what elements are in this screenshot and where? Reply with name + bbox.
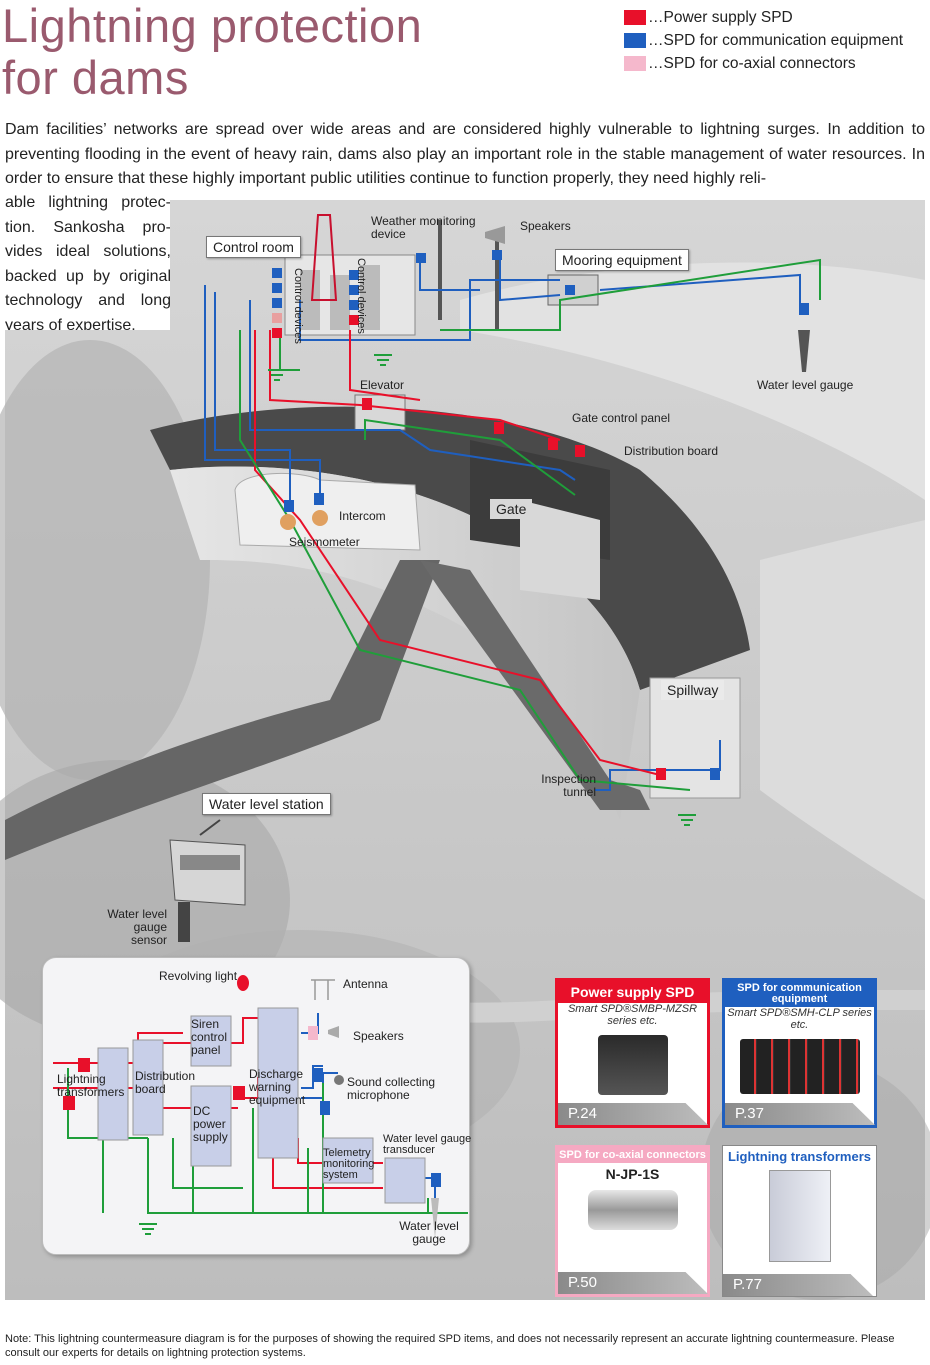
control-room-label: Control room	[206, 236, 301, 258]
card-power-spd[interactable]: Power supply SPD Smart SPD®SMBP-MZSR ser…	[555, 978, 710, 1128]
card-comm-spd-title: SPD for communication equipment	[725, 981, 874, 1007]
downstream-water	[760, 520, 925, 900]
revolving-light-icon	[237, 975, 249, 991]
power-spd-swatch	[624, 10, 646, 25]
power-spd-product-image	[597, 1035, 668, 1095]
gate-panel	[520, 500, 600, 600]
seismometer-unit	[280, 514, 296, 530]
water-level-sensor	[178, 902, 190, 942]
power-wiring	[254, 330, 661, 776]
distribution-board-inset-label: Distribution board	[135, 1069, 196, 1096]
water-level-gauge-sensor-label: Water level gauge sensor	[107, 907, 167, 947]
siren-label: Siren control panel	[191, 1017, 228, 1057]
title-line-1: Lightning protection	[2, 0, 423, 52]
gate-label: Gate	[490, 499, 533, 519]
water-level-station-label: Water level station	[202, 793, 331, 815]
coax-spd-product-image	[587, 1190, 678, 1230]
seismometer-label: Seismometer	[289, 535, 360, 549]
card-comm-spd[interactable]: SPD for communication equipment Smart SP…	[722, 978, 877, 1128]
card-comm-spd-page[interactable]: P.37	[725, 1103, 875, 1125]
title-line-2: for dams	[2, 51, 189, 104]
distribution-board-label: Distribution board	[624, 444, 719, 458]
water-gauge-top	[798, 330, 810, 372]
card-lightning-transformers-title: Lightning transformers	[727, 1149, 871, 1164]
card-lightning-transformers[interactable]: Lightning transformers P.77	[722, 1145, 877, 1297]
coax-spd-swatch	[624, 56, 646, 71]
legend-item-comm: …SPD for communication equipment	[624, 29, 903, 52]
dc-power-label: DC power supply	[193, 1104, 228, 1144]
antenna-label: Antenna	[343, 977, 388, 991]
comm-spd-product-image	[739, 1039, 860, 1094]
tunnel-ramp	[420, 560, 650, 810]
speaker-horn	[485, 226, 505, 244]
sound-label: Sound collecting microphone	[347, 1075, 436, 1102]
card-coax-spd-model: N-JP-1S	[605, 1166, 660, 1182]
spd-markers	[272, 250, 809, 780]
control-devices-label-2: Control devices	[355, 258, 367, 334]
card-coax-spd-page[interactable]: P.50	[558, 1272, 708, 1294]
telemetry-label: Telemetry monitoring system	[323, 1147, 375, 1181]
gallery-tunnel	[234, 473, 421, 551]
intercom-unit	[312, 510, 328, 526]
speaker-icon	[328, 1026, 339, 1038]
mooring-equipment-label: Mooring equipment	[555, 249, 689, 271]
card-comm-spd-model: Smart SPD®SMH-CLP series etc.	[727, 1007, 872, 1031]
speakers-label: Speakers	[520, 219, 571, 233]
intercom-label: Intercom	[339, 509, 386, 523]
card-power-spd-page[interactable]: P.24	[558, 1103, 708, 1125]
inspection-tunnel-label: Inspection tunnel	[541, 772, 596, 799]
lightning-transformers-label: Lightning transformers	[57, 1072, 125, 1099]
intro-paragraph: Dam facilities’ networks are spread over…	[5, 121, 925, 188]
communication-wiring	[204, 260, 801, 791]
revolving-light-label: Revolving light	[159, 969, 238, 983]
transducer-label: Water level gauge transducer	[383, 1133, 472, 1156]
legend-item-power: …Power supply SPD	[624, 6, 903, 29]
speakers-inset-label: Speakers	[353, 1029, 404, 1043]
inset-wiring	[53, 975, 468, 1238]
legend-label-power: …Power supply SPD	[648, 9, 793, 26]
card-power-spd-model: Smart SPD®SMBP-MZSR series etc.	[567, 1003, 698, 1027]
water-level-station-inset: Revolving light Antenna Siren control pa…	[42, 957, 472, 1255]
page-title: Lightning protection for dams	[2, 0, 422, 104]
comm-spd-swatch	[624, 33, 646, 48]
gate-control-panel-label: Gate control panel	[572, 411, 671, 425]
elevator-label: Elevator	[360, 378, 405, 392]
gauge-icon	[431, 1198, 439, 1238]
spillway-label: Spillway	[661, 680, 725, 700]
legend: …Power supply SPD …SPD for communication…	[624, 6, 903, 75]
reservoir-water	[460, 262, 925, 500]
legend-item-coax: …SPD for co-axial connectors	[624, 52, 903, 75]
control-devices-label-1: Control devices	[292, 268, 304, 344]
card-lightning-transformers-page[interactable]: P.77	[723, 1274, 873, 1296]
microphone-icon	[334, 1075, 344, 1085]
discharge-label: Discharge warning equipment	[249, 1067, 306, 1107]
weather-monitoring-label: Weather monitoring device	[371, 214, 476, 241]
ground-wiring	[239, 258, 821, 791]
footnote: Note: This lightning countermeasure diag…	[5, 1333, 895, 1359]
inspection-tunnel-path	[5, 560, 440, 860]
card-power-spd-title: Power supply SPD	[558, 981, 707, 1003]
water-level-station-building	[169, 839, 246, 906]
legend-label-coax: …SPD for co-axial connectors	[648, 55, 856, 72]
intro-paragraph-continued: able lightning protec- tion. Sankosha pr…	[5, 194, 171, 334]
ground-symbols	[268, 354, 696, 826]
lightning-transformer-product-image	[768, 1170, 831, 1262]
legend-label-comm: …SPD for communication equipment	[648, 32, 904, 49]
antenna-tower	[310, 214, 338, 301]
card-coax-spd-title: SPD for co-axial connectors	[558, 1148, 707, 1163]
water-level-gauge-label: Water level gauge	[757, 378, 854, 392]
water-level-gauge-inset-label: Water level gauge	[399, 1219, 459, 1246]
forest-left	[0, 340, 210, 780]
card-coax-spd[interactable]: SPD for co-axial connectors N-JP-1S P.50	[555, 1145, 710, 1297]
